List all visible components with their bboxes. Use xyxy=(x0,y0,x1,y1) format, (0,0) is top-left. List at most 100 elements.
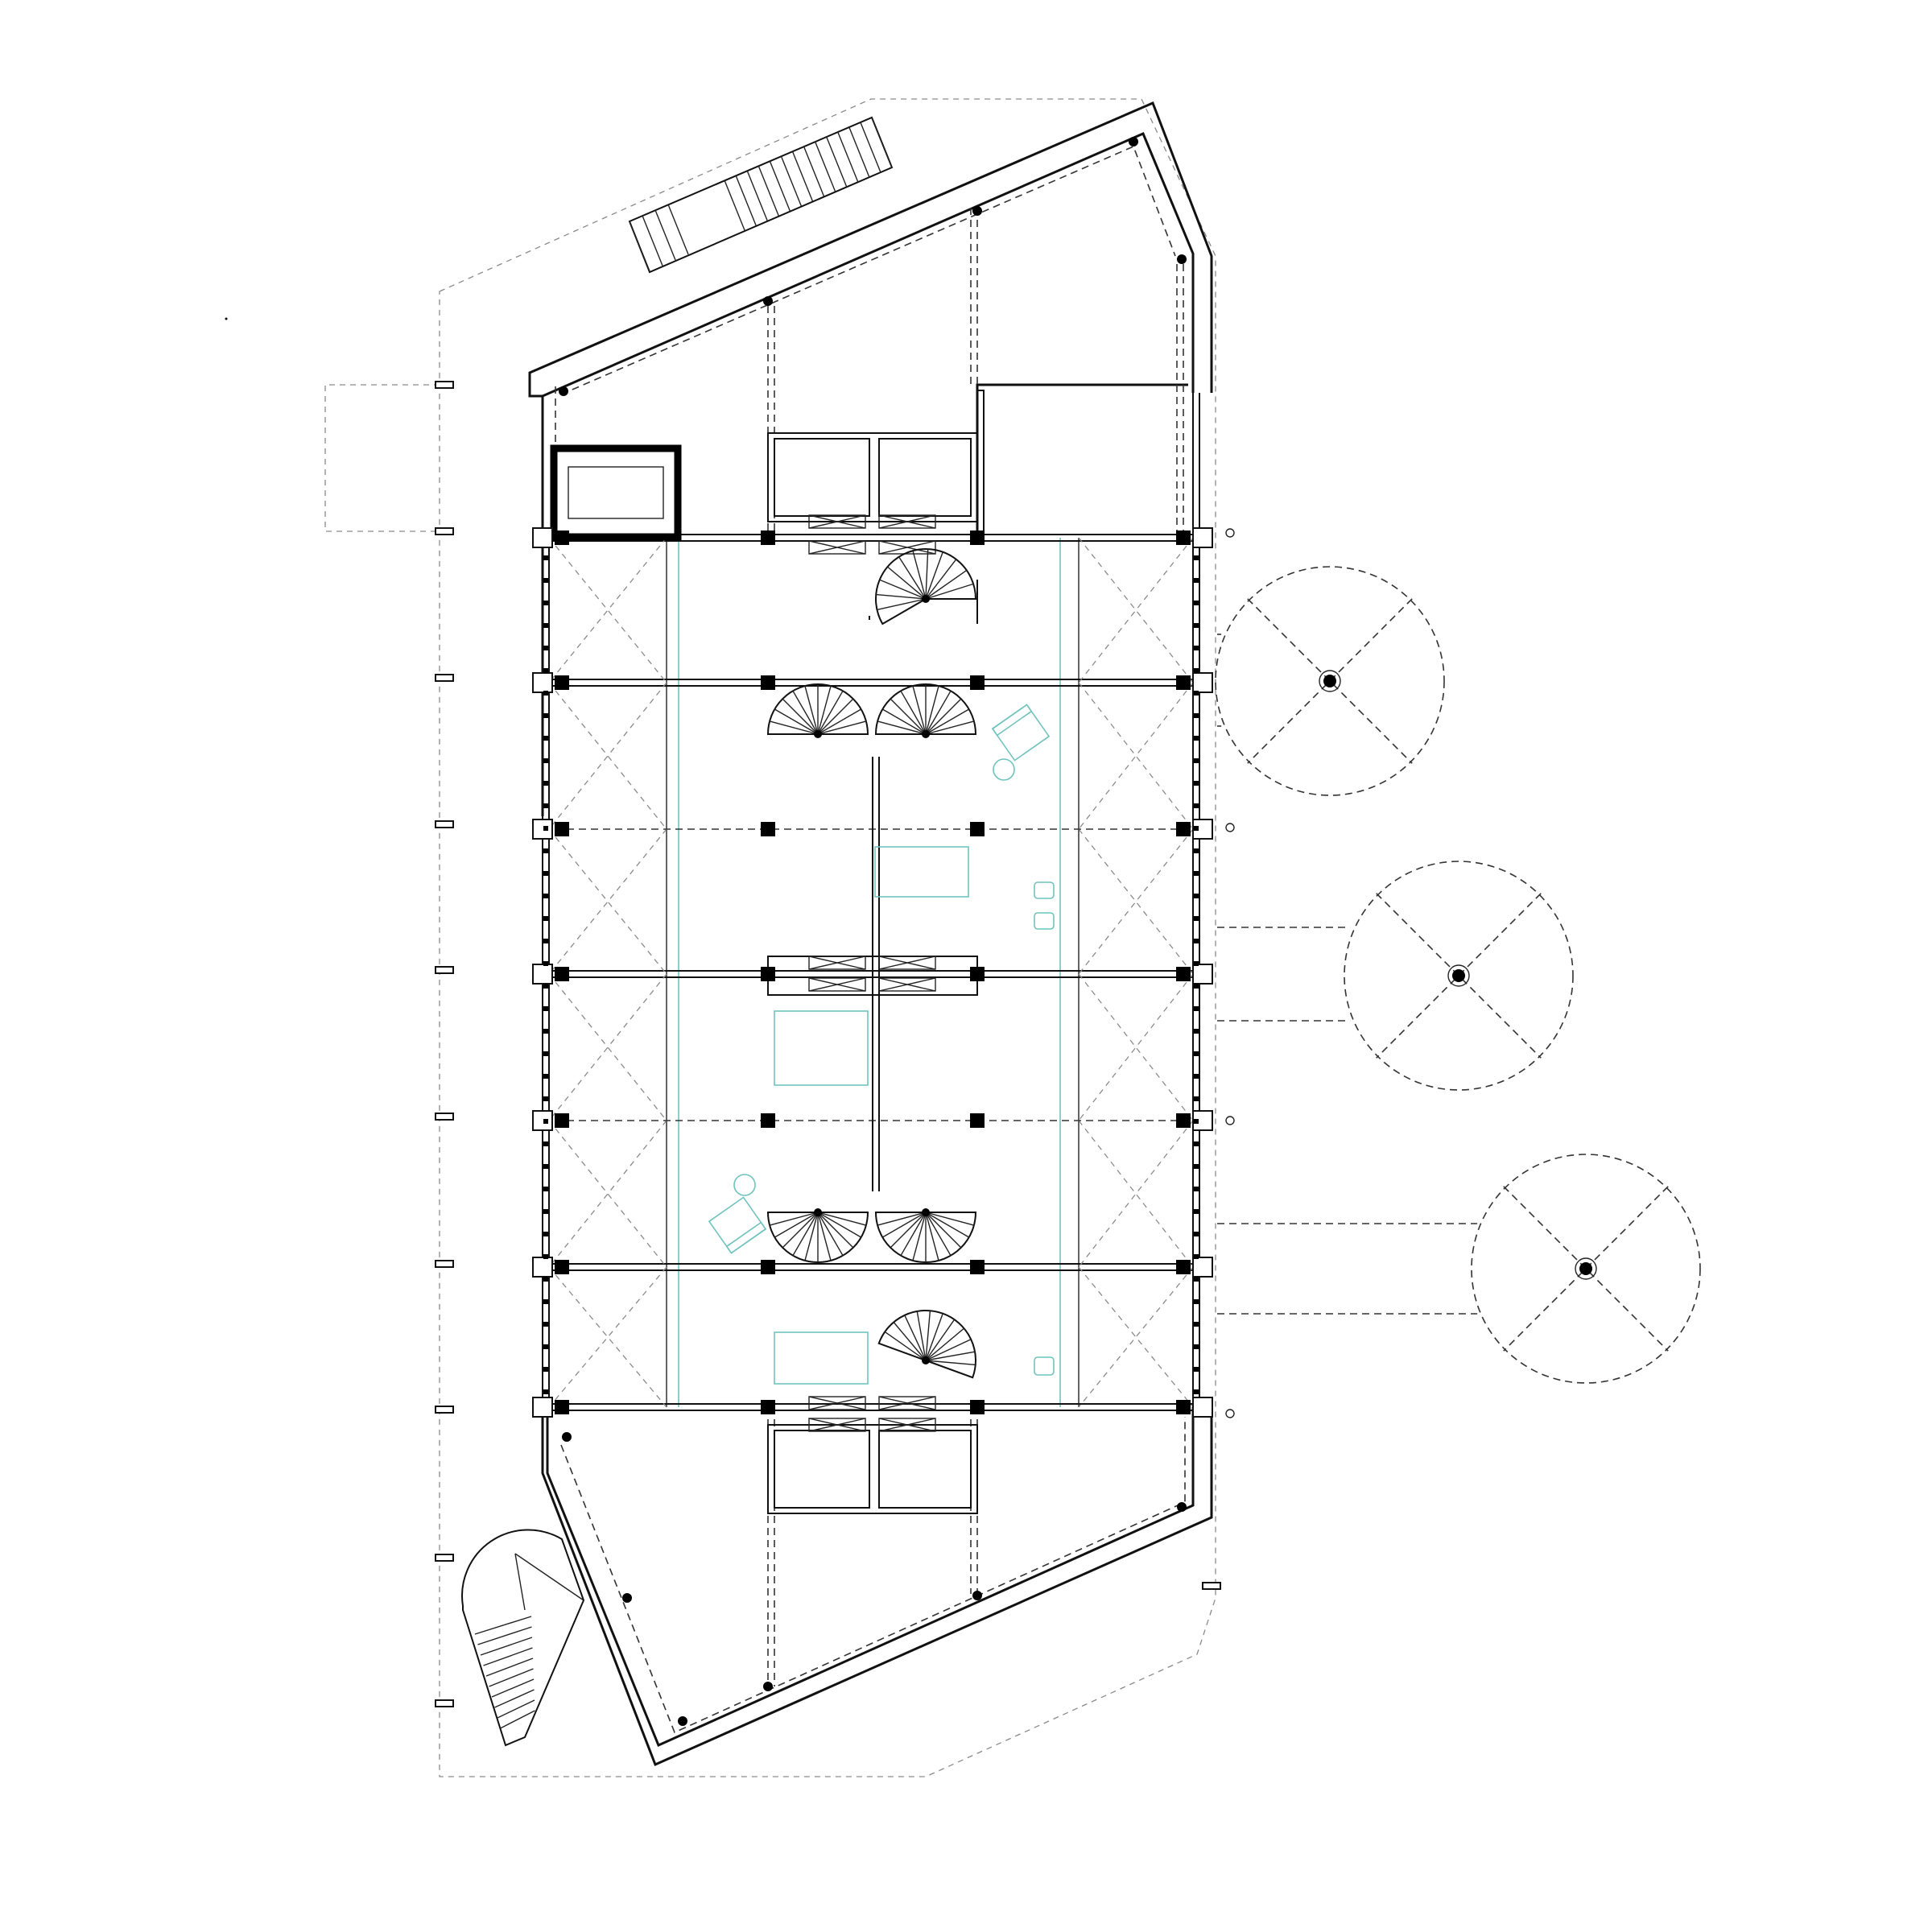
mullion xyxy=(543,1232,548,1236)
column xyxy=(1176,675,1191,690)
mullion xyxy=(543,803,548,808)
spiral-tread xyxy=(900,1212,927,1257)
mullion xyxy=(1194,1232,1199,1236)
pier xyxy=(532,672,553,693)
spiral-tread xyxy=(925,690,952,735)
site-outline xyxy=(324,98,1221,1777)
mullion xyxy=(543,848,548,853)
mullion xyxy=(1194,871,1199,876)
mullion xyxy=(1194,939,1199,943)
stair-tread xyxy=(769,160,791,212)
crate xyxy=(808,977,866,992)
mullion xyxy=(1194,894,1199,898)
mullion xyxy=(1194,984,1199,989)
bed-2 xyxy=(774,1010,869,1086)
spiral-tread xyxy=(792,690,819,735)
mullion xyxy=(1194,1164,1199,1169)
mullion xyxy=(543,691,548,696)
post xyxy=(763,296,773,306)
pier xyxy=(532,819,553,840)
crate-cross xyxy=(808,956,866,970)
mullion xyxy=(543,826,548,831)
tree-trunk-ring xyxy=(1319,670,1341,692)
spiral-tread xyxy=(817,1212,854,1249)
spiral-tread xyxy=(925,1212,939,1261)
column xyxy=(761,1400,775,1414)
mullion xyxy=(1194,961,1199,966)
spiral-tread xyxy=(925,1313,943,1361)
mullion xyxy=(543,1367,548,1372)
spiral-tread xyxy=(925,1339,972,1361)
mullion xyxy=(1194,1006,1199,1011)
spiral-staircase xyxy=(766,683,869,738)
spiral-tread xyxy=(890,1212,927,1249)
post xyxy=(972,206,982,216)
stair-tread xyxy=(514,1553,584,1601)
columns xyxy=(532,137,1213,1726)
stair-tread xyxy=(837,131,859,183)
crate-cross xyxy=(878,1396,936,1410)
spiral-wall xyxy=(869,580,978,624)
mullion xyxy=(1194,1029,1199,1034)
tree-trunk-ring xyxy=(1447,964,1470,987)
trees xyxy=(1215,566,1701,1384)
stair-tread xyxy=(746,170,768,221)
stair-tread xyxy=(791,151,814,202)
tree-canopy xyxy=(1215,566,1445,796)
spiral-tread xyxy=(925,583,974,600)
spiral-tread xyxy=(925,698,962,735)
spiral-tread xyxy=(774,1212,819,1238)
column xyxy=(555,530,569,545)
spiral-pole xyxy=(814,730,822,738)
mullion xyxy=(1194,1254,1199,1259)
mullion xyxy=(1194,1119,1199,1124)
crate-cross xyxy=(808,1396,866,1410)
mullion xyxy=(1194,1074,1199,1079)
pier xyxy=(532,1397,553,1418)
stair-tread xyxy=(480,1637,533,1656)
stair-tread xyxy=(780,155,803,207)
spiral-tread xyxy=(769,720,819,735)
crate xyxy=(878,540,936,555)
mullion xyxy=(543,894,548,898)
spiral-tread xyxy=(925,569,968,600)
spiral-pole xyxy=(814,1208,822,1216)
markers xyxy=(1225,528,1235,1418)
crate-cross xyxy=(808,977,866,992)
mullion xyxy=(1194,1277,1199,1282)
column xyxy=(761,1260,775,1274)
spiral-tread xyxy=(900,690,927,735)
mullion xyxy=(1194,1096,1199,1101)
mullion xyxy=(543,1051,548,1056)
mullion xyxy=(543,1006,548,1011)
post xyxy=(972,1591,982,1600)
spiral-tread xyxy=(817,685,832,735)
spiral-tread xyxy=(916,1311,927,1361)
stair-tread xyxy=(485,1657,534,1677)
column xyxy=(1176,822,1191,836)
post xyxy=(562,1432,572,1442)
mullion xyxy=(543,1029,548,1034)
stair-tread xyxy=(848,126,870,178)
spiral-tread xyxy=(782,698,819,735)
mullion xyxy=(1194,601,1199,605)
crate xyxy=(808,1396,866,1410)
spiral-tread xyxy=(925,1311,931,1361)
pier xyxy=(1192,527,1213,548)
mullion xyxy=(543,758,548,763)
pier xyxy=(532,1110,553,1131)
southwest-exterior-stair xyxy=(461,1529,585,1747)
brace xyxy=(548,1266,667,1408)
column xyxy=(970,967,985,981)
spiral-tread xyxy=(925,685,939,735)
mullion xyxy=(543,961,548,966)
post xyxy=(622,1593,632,1603)
stair-tread xyxy=(474,1616,532,1635)
spiral-tread xyxy=(890,698,927,735)
column xyxy=(555,1400,569,1414)
mullion xyxy=(1194,781,1199,786)
spiral-staircase xyxy=(877,1310,976,1379)
brace xyxy=(1078,537,1194,683)
side-table-1 xyxy=(993,758,1015,781)
